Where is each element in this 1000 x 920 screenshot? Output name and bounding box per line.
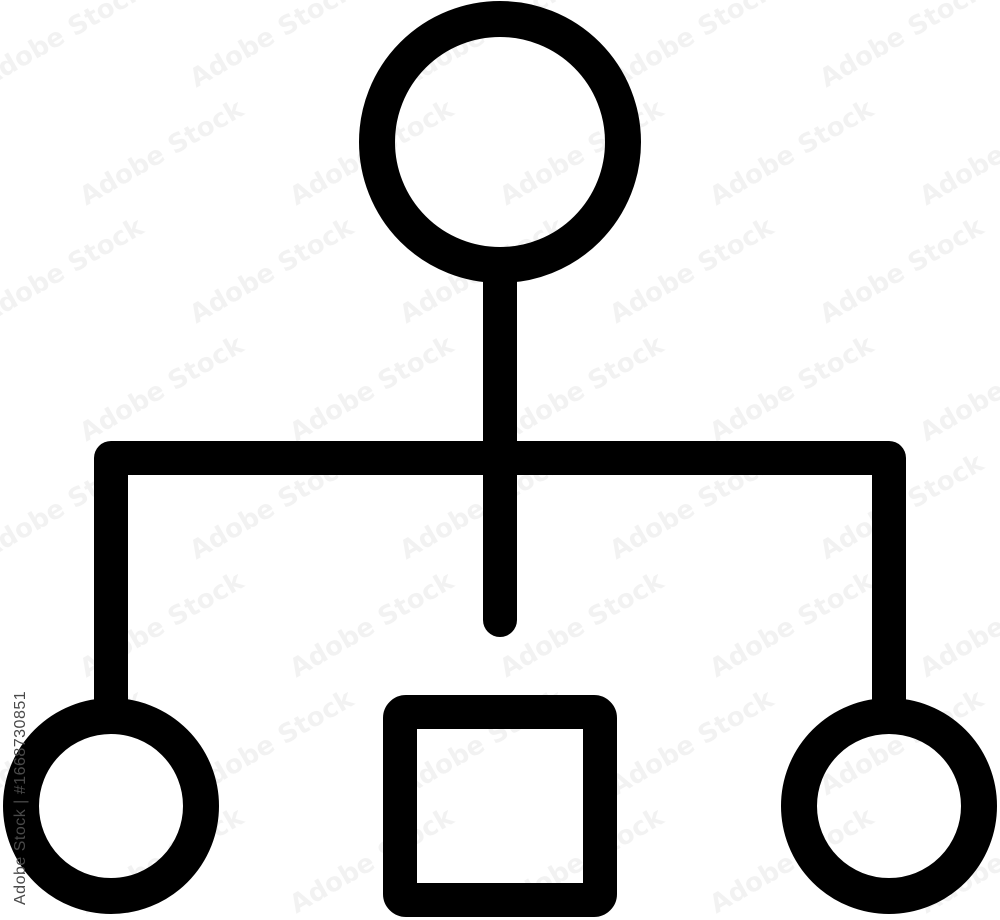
stock-id-watermark: Adobe Stock | #1668730851 xyxy=(12,690,29,905)
left-node-circle xyxy=(3,698,219,914)
top-node-circle xyxy=(359,1,641,283)
right-node-circle xyxy=(781,698,997,914)
center-node-square xyxy=(383,695,617,917)
